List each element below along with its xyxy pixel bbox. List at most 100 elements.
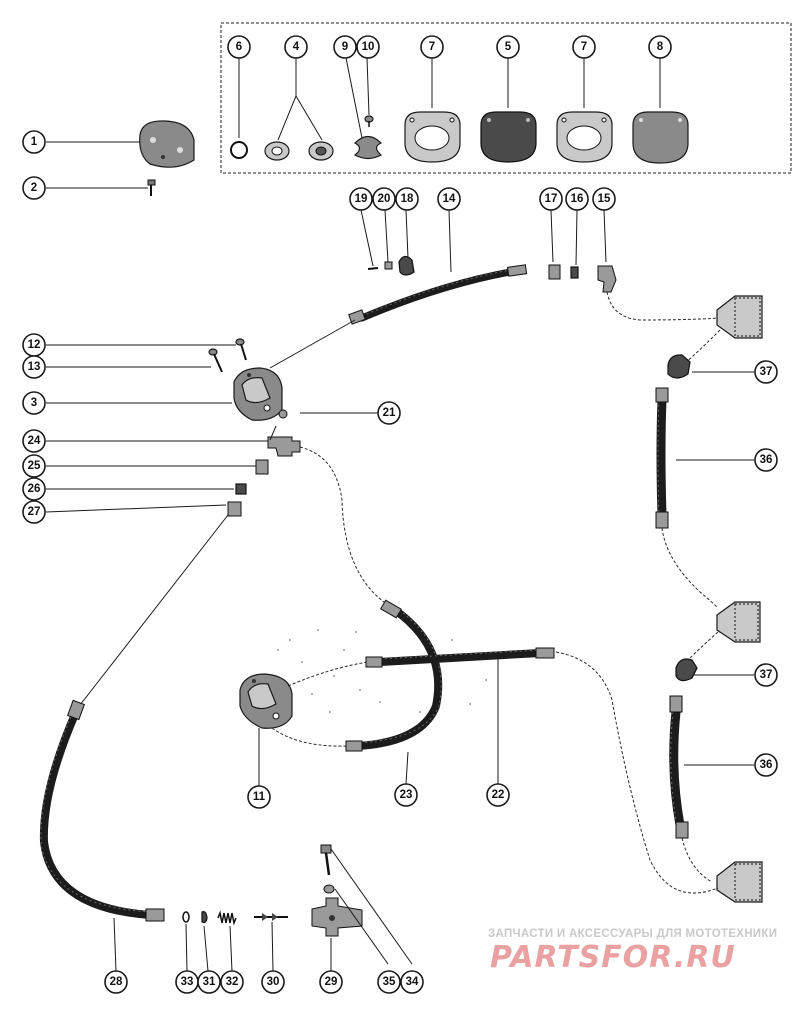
callout-7: 7 [572, 35, 596, 59]
callout-label: 19 [355, 193, 368, 205]
nut-part-27 [227, 501, 242, 517]
callout-label: 35 [383, 976, 396, 988]
callout-label: 25 [28, 460, 41, 472]
fuel-line-part-36b [669, 695, 689, 839]
spring-part-32 [217, 910, 237, 926]
callout-label: 1 [31, 136, 38, 148]
callout-4: 4 [284, 35, 308, 59]
callout-36: 36 [754, 448, 778, 472]
callout-label: 8 [657, 41, 664, 53]
gasket-part-7a [404, 111, 461, 163]
callout-7: 7 [420, 35, 444, 59]
callout-label: 36 [760, 759, 773, 771]
fuel-line-part-23 [345, 599, 443, 752]
callout-label: 33 [181, 976, 194, 988]
callout-label: 34 [406, 976, 419, 988]
bolt-part-34 [320, 844, 332, 876]
clamp-part-18 [398, 255, 415, 276]
callout-label: 21 [383, 407, 396, 419]
grease-specks [277, 629, 487, 713]
callout-label: 31 [203, 976, 216, 988]
callout-13: 13 [22, 355, 46, 379]
screw-part-2 [147, 179, 156, 196]
callout-label: 27 [28, 506, 41, 518]
callout-label: 6 [236, 41, 242, 53]
callout-label: 16 [571, 193, 584, 205]
retainer-part-9 [353, 135, 383, 160]
callout-18: 18 [395, 187, 419, 211]
fuel-line-part-28 [39, 699, 165, 922]
callout-37: 37 [754, 360, 778, 384]
callout-6: 6 [227, 35, 251, 59]
fuel-pump-part-3 [233, 367, 283, 421]
check-valve-part-4a [264, 141, 290, 161]
callout-label: 37 [760, 669, 773, 681]
callout-label: 32 [226, 976, 239, 988]
washer-part-31 [201, 911, 208, 924]
washer-part-35 [323, 884, 335, 894]
cover-plate-part-8 [632, 111, 689, 164]
fuel-line-part-14 [358, 268, 514, 322]
fuel-pump-part-11 [239, 673, 293, 729]
callout-5: 5 [496, 35, 520, 59]
callout-label: 7 [429, 41, 435, 53]
callout-2: 2 [22, 176, 46, 200]
tee-fitting-part-29 [311, 897, 363, 937]
fuel-line-part-36a [655, 387, 669, 529]
gasket-part-7b [556, 111, 613, 163]
carburetor-connector-middle [716, 601, 761, 643]
callout-label: 3 [31, 397, 37, 409]
callout-label: 10 [362, 41, 375, 53]
callout-label: 28 [110, 976, 123, 988]
callout-34: 34 [400, 970, 424, 994]
check-valve-part-30 [254, 913, 288, 921]
callout-label: 37 [760, 366, 773, 378]
callout-label: 13 [28, 361, 41, 373]
callout-1: 1 [22, 130, 46, 154]
callout-label: 11 [253, 791, 266, 803]
screw-part-12 [235, 338, 247, 361]
callout-33: 33 [175, 970, 199, 994]
watermark-brand: PARTSFOR.RU [490, 940, 736, 975]
callout-28: 28 [104, 970, 128, 994]
diaphragm-part-5 [480, 111, 537, 163]
adapter-part-25 [255, 459, 269, 475]
ferrule-part-16 [570, 266, 579, 279]
callout-label: 4 [293, 41, 300, 53]
nut-part-17 [548, 264, 561, 280]
callout-31: 31 [197, 970, 221, 994]
callout-label: 36 [760, 454, 773, 466]
callout-label: 7 [581, 41, 587, 53]
callout-30: 30 [261, 970, 285, 994]
carburetor-connector-lower [716, 861, 763, 903]
elbow-part-37a [667, 354, 691, 379]
callout-32: 32 [220, 970, 244, 994]
callout-11: 11 [247, 785, 271, 809]
callout-12: 12 [22, 333, 46, 357]
callout-21: 21 [377, 401, 401, 425]
callout-14: 14 [437, 187, 461, 211]
callout-16: 16 [565, 187, 589, 211]
callout-17: 17 [539, 187, 563, 211]
callout-25: 25 [22, 454, 46, 478]
fuel-line-part-22 [365, 647, 555, 668]
check-valve-part-4b [308, 141, 334, 161]
callout-label: 15 [598, 193, 611, 205]
watermark-tagline: ЗАПЧАСТИ И АКСЕССУАРЫ ДЛЯ МОТОТЕХНИКИ [488, 928, 777, 940]
callout-29: 29 [319, 970, 343, 994]
callout-27: 27 [22, 500, 46, 524]
fitting-part-26 [235, 483, 247, 495]
carburetor-connector-upper [716, 295, 763, 339]
callout-label: 23 [400, 789, 413, 801]
callout-26: 26 [22, 477, 46, 501]
plug-part-21 [278, 409, 288, 419]
callout-3: 3 [22, 391, 46, 415]
callout-label: 22 [492, 789, 505, 801]
callout-10: 10 [356, 35, 380, 59]
callout-label: 12 [28, 339, 41, 351]
elbow-part-15 [597, 265, 617, 293]
screw-part-19 [367, 267, 379, 270]
callout-35: 35 [377, 970, 401, 994]
callout-19: 19 [349, 187, 373, 211]
